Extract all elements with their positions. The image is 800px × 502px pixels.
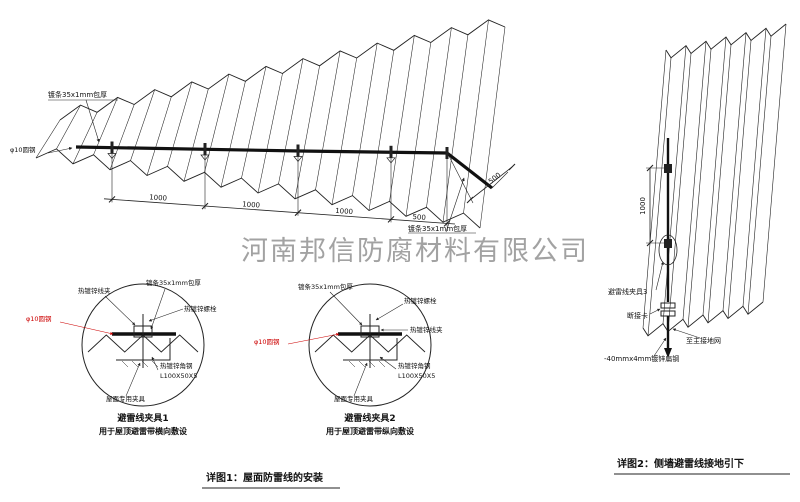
- detail1-label-clamp: 热镀锌线夹: [78, 286, 111, 295]
- wall-corrugated-sheet: [642, 23, 787, 337]
- detail2-leaders: [329, 291, 408, 397]
- detail2-red-leader: [287, 333, 340, 345]
- detail2-label-angle-size: L100X50X5: [398, 372, 435, 380]
- detail2-subtitle: 用于屋顶避雷带纵向敷设: [325, 426, 414, 436]
- dim-roof-seg2: 1000: [242, 200, 260, 209]
- detail1-subtitle: 用于屋顶避雷带横向敷设: [98, 426, 187, 436]
- wire-clamp: [445, 147, 449, 159]
- detail1-title: 避雷线夹具1: [117, 412, 168, 424]
- detail2-label-angle: 热镀锌角钢: [398, 361, 431, 370]
- detail1-label-round-steel: φ10圆钢: [26, 315, 52, 323]
- roof-edge-dimension: [448, 155, 516, 204]
- detail1-label-angle-size: L100X50X5: [160, 372, 197, 380]
- detail1-label-fixture: 屋面专用夹具: [106, 394, 146, 403]
- detail2-title: 避雷线夹具2: [344, 412, 395, 424]
- dim-roof-seg4: 500: [412, 213, 426, 222]
- dim-roof-edge: 500: [487, 171, 502, 186]
- detail1-leaders: [104, 288, 184, 397]
- detail2-label-fixture: 屋面专用夹具: [334, 394, 374, 403]
- dim-roof-seg1: 1000: [149, 193, 167, 202]
- lightning-wire: [75, 145, 493, 190]
- disconnect-plate: [660, 310, 676, 317]
- roof-dimension-chain: [103, 154, 456, 227]
- caption-detail2: 详图2：侧墙避雷线接地引下: [617, 457, 744, 470]
- label-strip-top: 镀条35x1mm包厚: [48, 90, 107, 99]
- down-arrow-icon: [664, 348, 672, 358]
- detail2-label-strip: 镀条35x1mm包厚: [298, 282, 353, 291]
- detail2-label-clamp: 热镀锌线夹: [410, 325, 443, 334]
- detail2-clamp: [360, 325, 380, 338]
- wall-leaders: [649, 261, 701, 357]
- wall-label-clamp3: 避雷线夹具3: [608, 287, 647, 296]
- detail-circle-1: 热镀锌线夹 镀条35x1mm包厚 热镀锌螺栓 φ10圆钢 热镀锌角钢 L100X…: [26, 278, 217, 436]
- detail2-label-round-steel: φ10圆钢: [254, 338, 280, 346]
- label-strip-right: 镀条35x1mm包厚: [408, 224, 467, 233]
- dim-wall: 1000: [639, 197, 647, 215]
- wall-label-to-ground: 至主接地网: [686, 336, 721, 345]
- detail1-label-strip: 镀条35x1mm包厚: [146, 278, 201, 287]
- detail1-clamp: [133, 325, 153, 338]
- wall-label-flat-steel: -40mmx4mm镀锌扁钢: [604, 354, 679, 363]
- detail1-angle-steel: [116, 338, 171, 361]
- disconnect-plate: [660, 302, 676, 309]
- clamp-balloon: [658, 234, 678, 266]
- label-round-steel-main: φ10圆钢: [10, 146, 36, 154]
- conductor-clamp: [664, 164, 672, 173]
- wall-dimension: [646, 164, 664, 247]
- conductor-clamp: [664, 239, 672, 248]
- wall-label-disconnect: 断接卡: [627, 311, 648, 320]
- detail-circle-2: 镀条35x1mm包厚 热镀锌螺栓 热镀锌线夹 φ10圆钢 热镀锌角钢 L100X…: [254, 282, 443, 436]
- roof-corrugated-sheet: [35, 19, 506, 229]
- roof-lightning-wire-group: [75, 141, 493, 190]
- detail1-red-leader: [59, 321, 114, 335]
- detail2-label-bolt: 热镀锌螺栓: [404, 296, 437, 305]
- dim-roof-seg3: 1000: [335, 207, 353, 216]
- wire-clamp: [107, 141, 117, 160]
- detail2-hatch: [348, 360, 386, 368]
- detail2-angle-steel: [343, 338, 398, 361]
- detail1-label-angle: 热镀锌角钢: [160, 361, 193, 370]
- detail1-label-bolt: 热镀锌螺栓: [184, 304, 217, 313]
- roof-callouts: 镀条35x1mm包厚 φ10圆钢 镀条35x1mm包厚: [10, 90, 476, 234]
- caption-detail1: 详图1：屋面防雷线的安装: [206, 471, 323, 484]
- wire-clamp: [386, 145, 396, 164]
- detail1-hatch: [121, 360, 159, 368]
- wall-down-conductor-group: [658, 138, 678, 358]
- watermark-text: 河南邦信防腐材料有限公司: [241, 236, 589, 267]
